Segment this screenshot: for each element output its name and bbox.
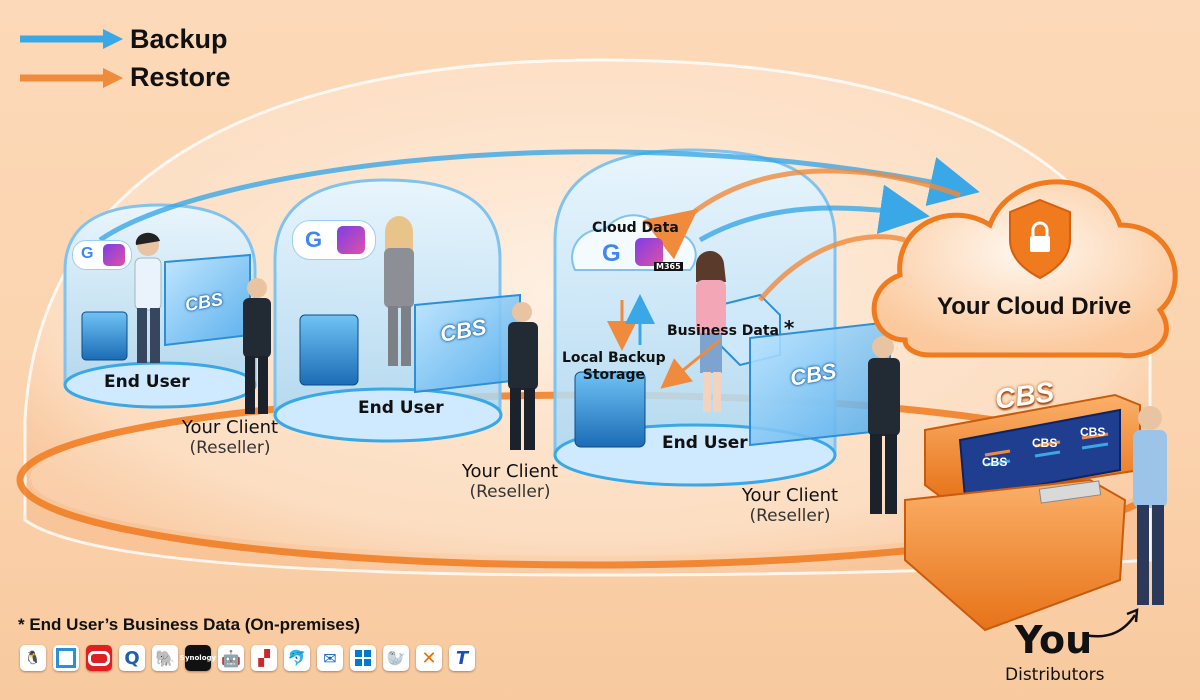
dome2-end-user-label: End User	[358, 398, 444, 418]
proxmox-icon: ✕	[416, 645, 442, 671]
dome3-client-label: Your Client (Reseller)	[735, 486, 845, 526]
local-backup-line1: Local Backup	[562, 350, 666, 367]
lock-shield-icon	[1010, 200, 1070, 278]
m365-label: M365	[654, 262, 683, 271]
business-data-text: Business Data	[667, 323, 779, 339]
typo-t-icon: T	[449, 645, 475, 671]
dome2-client-label: Your Client (Reseller)	[455, 462, 565, 502]
vmware-icon	[53, 645, 79, 671]
mariadb-icon: 🦭	[383, 645, 409, 671]
windows-icon	[350, 645, 376, 671]
you-label: You	[1015, 618, 1092, 662]
m365-icon	[103, 244, 125, 266]
legend-backup-label: Backup	[130, 24, 228, 55]
oracle-icon	[86, 645, 112, 671]
legend-restore-label: Restore	[130, 62, 231, 93]
dome2-cloud-apps: G	[292, 220, 376, 260]
client-name: Your Client	[735, 486, 845, 506]
google-icon: G	[305, 227, 322, 253]
android-icon: 🤖	[218, 645, 244, 671]
mssql-icon: ▞	[251, 645, 277, 671]
postgresql-icon: 🐘	[152, 645, 178, 671]
console-panel-3: CBS	[1080, 425, 1105, 439]
cloud-data-label: Cloud Data	[592, 220, 679, 236]
client-role: (Reseller)	[455, 482, 565, 502]
asterisk-mark: *	[784, 316, 794, 340]
linux-icon: 🐧	[20, 645, 46, 671]
dome3-end-user-label: End User	[662, 433, 748, 453]
local-backup-line2: Storage	[562, 367, 666, 384]
local-backup-label: Local Backup Storage	[562, 350, 666, 384]
google-icon: G	[81, 245, 93, 263]
cloud-drive-label: Your Cloud Drive	[937, 293, 1131, 321]
client-role: (Reseller)	[175, 438, 285, 458]
google-icon: G	[602, 240, 621, 268]
legend-arrows	[18, 22, 128, 102]
dome1-end-user-label: End User	[104, 372, 190, 392]
qnap-icon: Q	[119, 645, 145, 671]
console-panel-2: CBS	[1032, 436, 1057, 450]
business-data-label: Business Data *	[667, 316, 794, 340]
dome1-client-label: Your Client (Reseller)	[175, 418, 285, 458]
m365-icon	[337, 226, 365, 254]
client-name: Your Client	[175, 418, 285, 438]
exchange-icon: ✉	[317, 645, 343, 671]
distributors-label: Distributors	[1005, 665, 1105, 685]
console-panel-1: CBS	[982, 455, 1007, 469]
footnote: * End User’s Business Data (On-premises)	[18, 615, 360, 635]
synology-icon: Synology	[185, 645, 211, 671]
client-name: Your Client	[455, 462, 565, 482]
mysql-icon: 🐬	[284, 645, 310, 671]
client-role: (Reseller)	[735, 506, 845, 526]
platform-icons-row: 🐧 Q 🐘 Synology 🤖 ▞ 🐬 ✉ 🦭 ✕ T	[20, 645, 490, 675]
dome1-cloud-apps: G	[72, 240, 132, 270]
